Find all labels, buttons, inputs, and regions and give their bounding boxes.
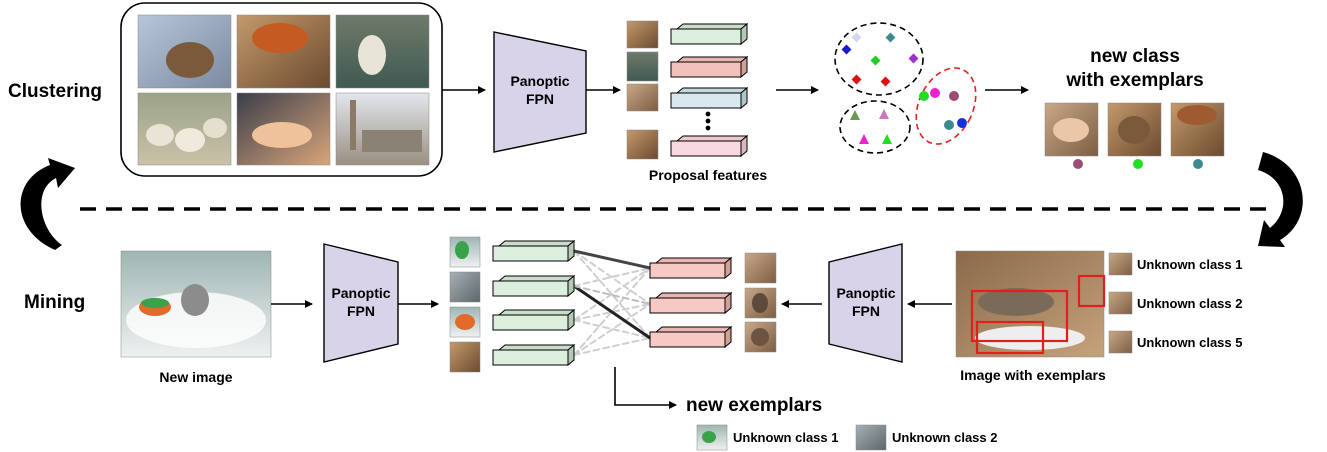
image-collection	[120, 2, 443, 177]
proposal-features-top	[670, 22, 749, 158]
svg-text:Panoptic: Panoptic	[836, 285, 895, 301]
svg-text:Panoptic: Panoptic	[331, 285, 390, 301]
panoptic-fpn-mining-left: Panoptic FPN	[323, 243, 399, 363]
new-image	[120, 250, 272, 358]
unknown-class-right-3: Unknown class 5	[1137, 335, 1242, 350]
proposal-crops-new-image	[449, 236, 481, 373]
feature-clusters	[834, 22, 977, 154]
panoptic-fpn-mining-right: Panoptic FPN	[828, 243, 903, 363]
exemplar-features	[649, 256, 733, 349]
svg-text:FPN: FPN	[852, 303, 880, 319]
image-with-exemplars-label: Image with exemplars	[960, 367, 1106, 383]
photo-big-ben	[335, 92, 430, 166]
svg-text:FPN: FPN	[526, 91, 554, 107]
proposal-features-label: Proposal features	[649, 167, 767, 183]
unknown-class-bottom-1: Unknown class 1	[733, 430, 838, 445]
exemplar-crops	[744, 252, 777, 353]
svg-text:FPN: FPN	[347, 303, 375, 319]
feature-matching-lines	[572, 249, 652, 356]
mining-label: Mining	[24, 292, 85, 313]
new-exemplars-label: new exemplars	[686, 395, 822, 416]
unknown-class-list-bottom: Unknown class 1 Unknown class 2	[696, 424, 997, 451]
new-class-subtitle: with exemplars	[1065, 70, 1203, 91]
new-image-features	[492, 239, 576, 367]
unknown-class-right-2: Unknown class 2	[1137, 296, 1242, 311]
curved-arrow-down-icon	[1258, 152, 1303, 247]
new-class-exemplars	[1044, 102, 1225, 169]
new-image-label: New image	[159, 369, 232, 385]
panoptic-fpn-top: Panoptic FPN	[493, 31, 587, 153]
clustering-label: Clustering	[8, 81, 102, 102]
unknown-class-list-right: Unknown class 1 Unknown class 2 Unknown …	[1108, 252, 1242, 354]
curved-arrow-up-icon	[20, 158, 75, 250]
unknown-class-right-1: Unknown class 1	[1137, 257, 1242, 272]
arrow-to-new-exemplars	[614, 367, 677, 409]
svg-text:Panoptic: Panoptic	[510, 73, 569, 89]
image-with-exemplars	[955, 250, 1106, 358]
proposal-crops-top	[626, 20, 659, 160]
unknown-class-bottom-2: Unknown class 2	[892, 430, 997, 445]
new-class-title: new class	[1090, 46, 1180, 67]
